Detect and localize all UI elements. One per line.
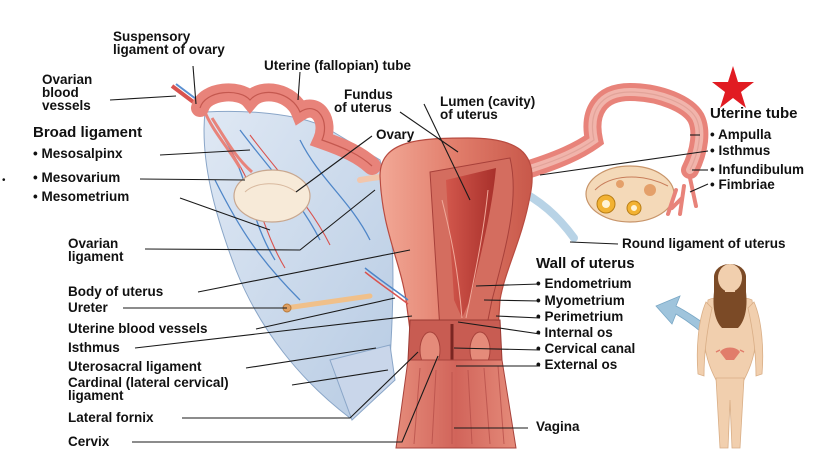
leader-lumen <box>423 103 471 201</box>
label-wall-of-uterus: Wall of uterus <box>536 255 635 272</box>
label-lumen-line2: of uterus <box>440 107 498 122</box>
leader-ovarian-ligament <box>144 189 376 251</box>
label-cardinal-ligament: Cardinal (lateral cervical) ligament <box>68 375 229 403</box>
label-ovary: Ovary <box>376 127 415 142</box>
leader-cervix <box>132 355 439 443</box>
leader-endometrium <box>475 283 541 287</box>
label-uterosacral-ligament: Uterosacral ligament <box>68 359 202 374</box>
leader-uterine-vessels <box>255 297 396 330</box>
label-lumen-line1: Lumen (cavity) <box>440 94 536 109</box>
leader-mesovarium <box>139 178 246 181</box>
label-cervix: Cervix <box>68 434 110 449</box>
leader-fundus <box>399 111 459 153</box>
label-endometrium: • Endometrium <box>536 276 632 291</box>
label-mesometrium: • Mesometrium <box>33 189 130 204</box>
label-isthmus: Isthmus <box>68 340 120 355</box>
label-lumen-of-uterus: Lumen (cavity) of uterus <box>440 94 536 122</box>
ureter <box>283 293 373 311</box>
label-myometrium: • Myometrium <box>536 293 625 308</box>
leader-uterosacral <box>245 347 377 369</box>
label-broad-ligament: Broad ligament <box>33 124 143 141</box>
label-uterine-fallopian-tube: Uterine (fallopian) tube <box>264 58 412 73</box>
leader-lateral-fornix <box>182 351 419 419</box>
leader-cervical-canal <box>453 347 541 351</box>
label-infundibulum: • Infundibulum <box>710 162 804 177</box>
leader-suspensory <box>192 65 197 105</box>
star-icon <box>712 66 754 108</box>
label-ovarian-ligament-line1: Ovarian <box>68 236 119 251</box>
leader-isthmus-tube <box>539 150 709 176</box>
leader-cardinal <box>291 369 389 386</box>
svg-text:•: • <box>2 175 6 186</box>
label-body-of-uterus: Body of uterus <box>68 284 164 299</box>
peritoneum-fold <box>329 344 396 421</box>
label-vagina: Vagina <box>536 419 580 434</box>
leader-internal-os <box>457 321 541 335</box>
right-fimbriae <box>666 176 698 216</box>
leader-mesosalpinx <box>159 149 251 156</box>
woman-figure <box>696 264 764 449</box>
label-ampulla: • Ampulla <box>710 127 772 142</box>
leader-fimbriae <box>689 183 709 193</box>
label-suspensory-ligament: Suspensory ligament of ovary <box>113 29 225 57</box>
left-ovary <box>233 169 311 223</box>
leader-mesometrium <box>179 197 271 231</box>
label-mesovarium: • Mesovarium <box>33 170 121 185</box>
label-fimbriae: • Fimbriae <box>710 177 775 192</box>
label-ovarian-ligament-line2: ligament <box>68 249 124 264</box>
label-cervical-canal: • Cervical canal <box>536 341 636 356</box>
label-uterine-tube-header: Uterine tube <box>710 105 798 122</box>
leader-myometrium <box>483 299 541 302</box>
label-ovarian-blood-vessels: Ovarian blood vessels <box>42 72 93 113</box>
leader-uterine-tube-top <box>297 71 301 101</box>
label-fundus-of-uterus: Fundus of uterus <box>334 87 393 115</box>
label-ovarian-vessels-line1: Ovarian <box>42 72 93 87</box>
leader-isthmus <box>134 315 413 349</box>
label-ureter: Ureter <box>68 300 108 315</box>
label-cardinal-line2: ligament <box>68 388 124 403</box>
label-ovarian-ligament: Ovarian ligament <box>68 236 124 264</box>
leader-body-of-uterus <box>197 249 411 293</box>
ovarian-blood-vessels <box>170 84 198 106</box>
label-ovarian-vessels-line2: blood <box>42 85 79 100</box>
leader-perimetrium <box>495 315 541 319</box>
label-isthmus-tube: • Isthmus <box>710 143 771 158</box>
label-internal-os: • Internal os <box>536 325 613 340</box>
leader-round-ligament <box>569 241 619 245</box>
label-mesosalpinx: • Mesosalpinx <box>33 146 123 161</box>
label-round-ligament: Round ligament of uterus <box>622 236 786 251</box>
label-uterine-blood-vessels: Uterine blood vessels <box>68 321 208 336</box>
leader-ovarian-vessels <box>109 95 177 101</box>
label-fundus-line2: of uterus <box>334 100 392 115</box>
label-perimetrium: • Perimetrium <box>536 309 624 324</box>
label-lateral-fornix: Lateral fornix <box>68 410 154 425</box>
label-cardinal-line1: Cardinal (lateral cervical) <box>68 375 229 390</box>
leader-ovary <box>295 135 373 193</box>
label-fundus-line1: Fundus <box>344 87 393 102</box>
vagina-shape <box>395 359 517 449</box>
label-external-os: • External os <box>536 357 618 372</box>
label-suspensory-line2: ligament of ovary <box>113 42 225 57</box>
label-suspensory-line1: Suspensory <box>113 29 191 44</box>
label-ovarian-vessels-line3: vessels <box>42 98 91 113</box>
